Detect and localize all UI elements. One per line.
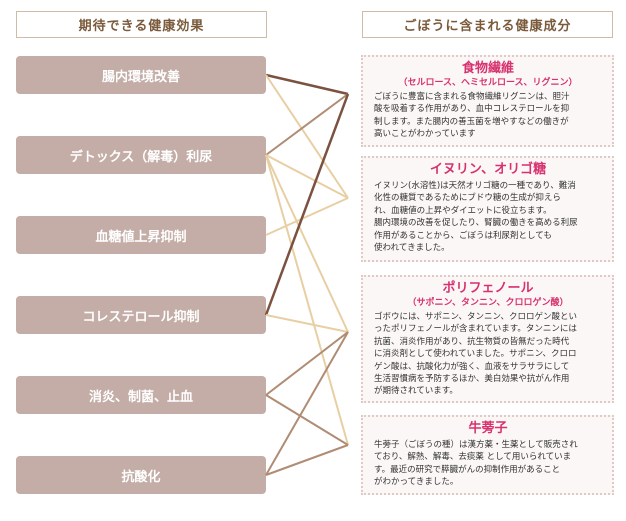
connector-cholesterol-polyphenol: [265, 314, 349, 333]
component-subtitle: （セルロース、ヘミセルロース、リグニン）: [398, 78, 578, 88]
component-title: 食物繊維: [461, 61, 514, 76]
effect-box-detox: デトックス（解毒）利尿: [16, 136, 266, 174]
connector-detox-inulin: [265, 154, 349, 199]
component-inulin: イヌリン、オリゴ糖 イヌリン(水溶性)は天然オリゴ糖の一種であり、難消 化性の糖…: [361, 156, 614, 262]
component-title: 牛蒡子: [468, 421, 508, 436]
component-burdock-seed: 牛蒡子 牛蒡子（ごぼうの種）は漢方薬・生薬として販売され ており、解熱、解毒、去…: [361, 415, 614, 495]
component-polyphenol: ポリフェノール （サポニン、タンニン、クロロゲン酸） ゴボウには、サポニン、タン…: [361, 275, 614, 403]
connector-detox-polyphenol: [265, 154, 349, 333]
effect-box-antioxidant: 抗酸化: [16, 456, 266, 494]
connector-inflammation-burdockseed: [265, 394, 349, 446]
effect-box-anti-inflammatory: 消炎、制菌、止血: [16, 376, 266, 414]
component-description: ごぼうに豊富に含まれる食物繊維リグニンは、胆汁 酸を吸着する作用があり、血中コレ…: [374, 92, 570, 140]
connector-inflammation-polyphenol: [265, 331, 349, 396]
component-title: ポリフェノール: [442, 281, 534, 296]
component-description: 牛蒡子（ごぼうの種）は漢方薬・生薬として販売され ており、解熱、解毒、去痰薬 と…: [374, 440, 578, 488]
effect-box-cholesterol: コレステロール抑制: [16, 296, 266, 334]
connector-cholesterol-fiber: [264, 93, 350, 316]
component-subtitle: （サポニン、タンニン、クロロゲン酸）: [407, 298, 569, 308]
connector-detox-fiber: [265, 93, 349, 156]
component-title: イヌリン、オリゴ糖: [429, 162, 547, 177]
connector-bloodsugar-inulin: [265, 197, 349, 236]
effect-box-intestinal: 腸内環境改善: [16, 56, 266, 94]
connector-intestinal-inulin: [265, 74, 349, 199]
effects-header: 期待できる健康効果: [16, 11, 267, 38]
effect-box-blood-sugar: 血糖値上昇抑制: [16, 216, 266, 254]
connector-antioxidant-polyphenol: [265, 331, 349, 476]
connector-antioxidant-burdockseed: [265, 444, 349, 476]
connector-intestinal-fiber: [265, 73, 349, 96]
components-header: ごぼうに含まれる健康成分: [362, 11, 613, 38]
connector-detox-burdockseed: [265, 154, 349, 446]
component-dietary-fiber: 食物繊維 （セルロース、ヘミセルロース、リグニン） ごぼうに豊富に含まれる食物繊…: [361, 55, 614, 147]
component-description: イヌリン(水溶性)は天然オリゴ糖の一種であり、難消 化性の糖質であるためにブドウ…: [374, 181, 578, 254]
component-description: ゴボウには、サポニン、タンニン、クロロゲン酸とい ったポリフェノールが含まれてい…: [374, 312, 577, 397]
